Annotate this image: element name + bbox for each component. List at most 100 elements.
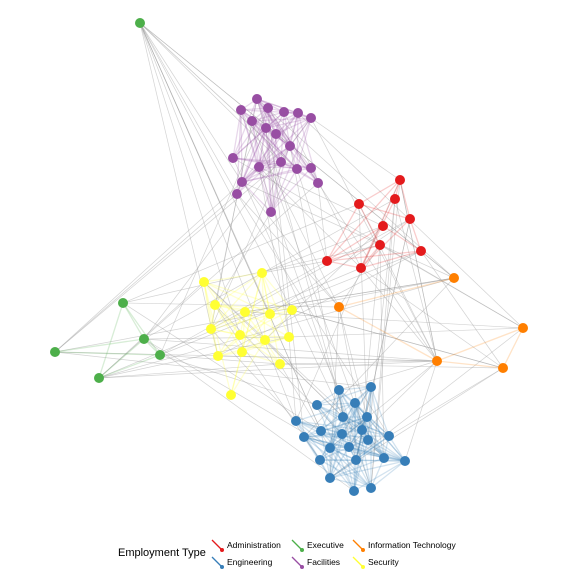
intra-edge <box>355 429 363 461</box>
intra-edge <box>436 327 524 362</box>
graph-node <box>279 107 289 117</box>
graph-node <box>384 431 394 441</box>
cross-edge <box>361 244 381 431</box>
intra-edge <box>366 416 385 459</box>
intra-edge <box>251 111 285 122</box>
cross-edge <box>283 111 362 269</box>
intra-edge <box>217 311 246 357</box>
cross-edge <box>291 309 344 418</box>
graph-node <box>232 189 242 199</box>
intra-edge <box>358 179 401 205</box>
graph-node <box>337 429 347 439</box>
intra-edge <box>217 334 241 357</box>
graph-node <box>306 113 316 123</box>
cross-edge <box>159 354 318 406</box>
intra-edge <box>244 311 266 341</box>
intra-edge <box>338 386 372 391</box>
legend-label-engineering: Engineering <box>227 557 273 567</box>
cross-edge <box>288 327 524 338</box>
intra-edge <box>348 446 385 459</box>
graph-node <box>351 455 361 465</box>
cross-edge <box>122 302 322 432</box>
graph-node <box>375 240 385 250</box>
graph-node <box>235 330 245 340</box>
intra-edge <box>303 436 372 489</box>
intra-edge <box>319 416 344 461</box>
intra-edge <box>326 225 384 262</box>
intra-edge <box>232 111 285 159</box>
graph-node <box>237 347 247 357</box>
intra-edge <box>122 302 161 356</box>
intra-edge <box>436 360 504 369</box>
graph-node <box>379 453 389 463</box>
intra-edge <box>319 459 372 489</box>
cross-edge <box>217 250 422 357</box>
cross-edge <box>244 277 455 313</box>
intra-edge <box>214 304 241 336</box>
graph-node <box>395 175 405 185</box>
graph-node <box>354 199 364 209</box>
cross-edge <box>159 250 422 356</box>
intra-edge <box>270 167 312 213</box>
cross-edge <box>338 306 368 418</box>
intra-edge <box>353 439 369 492</box>
intra-edge <box>348 446 406 462</box>
graph-node <box>362 412 372 422</box>
cross-edge <box>217 355 438 362</box>
cross-edge <box>143 117 312 340</box>
intra-edge <box>341 433 406 462</box>
intra-edge <box>214 304 246 313</box>
cross-edge <box>329 327 524 479</box>
intra-edge <box>316 386 372 406</box>
intra-edge <box>264 309 293 341</box>
intra-edge <box>54 351 161 356</box>
intra-edge <box>329 416 344 449</box>
graph-node <box>287 305 297 315</box>
cross-edge <box>159 107 269 356</box>
intra-edge <box>295 420 363 431</box>
intra-edge <box>303 436 385 459</box>
intra-edge <box>283 111 291 147</box>
graph-node <box>260 335 270 345</box>
intra-edge <box>210 311 246 330</box>
cross-edge <box>210 120 253 330</box>
intra-edge <box>251 120 282 163</box>
intra-edge <box>353 460 406 492</box>
intra-edge <box>251 117 312 122</box>
intra-edge <box>316 404 355 492</box>
graph-node <box>139 334 149 344</box>
legend-key-administration <box>211 539 224 552</box>
legend-label-administration: Administration <box>227 540 281 550</box>
intra-edge <box>326 244 381 262</box>
intra-edge <box>214 304 243 353</box>
intra-edge <box>241 351 281 365</box>
cross-edge <box>379 244 524 329</box>
graph-node <box>252 94 262 104</box>
graph-node <box>498 363 508 373</box>
intra-edge <box>296 112 299 170</box>
intra-edge <box>502 327 524 369</box>
intra-edge <box>329 477 372 489</box>
cross-edge <box>370 179 401 489</box>
cross-edge <box>338 360 438 391</box>
cross-edge <box>279 360 438 365</box>
graph-node <box>237 177 247 187</box>
intra-edge <box>320 386 372 432</box>
intra-edge <box>360 198 396 269</box>
cross-edge <box>139 22 238 195</box>
graph-node <box>254 162 264 172</box>
cross-edge <box>399 179 438 362</box>
cross-edge <box>236 193 390 437</box>
legend-key-executive <box>291 539 304 552</box>
cross-edge <box>261 225 384 274</box>
cross-edge <box>338 306 363 431</box>
intra-edge <box>214 272 263 306</box>
intra-edge <box>342 416 390 437</box>
graph-node <box>199 277 209 287</box>
cross-edge <box>139 22 293 311</box>
intra-edge <box>232 98 258 159</box>
intra-edge <box>329 459 357 479</box>
intra-edge <box>258 112 299 168</box>
intra-edge <box>319 459 406 462</box>
cross-edge <box>122 244 381 304</box>
